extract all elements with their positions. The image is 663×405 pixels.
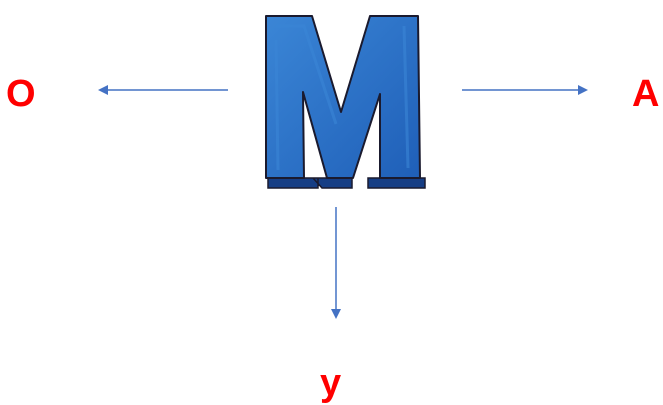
letter-m-glyph xyxy=(266,16,425,188)
label-bottom: y xyxy=(320,364,341,402)
letter-m-face xyxy=(266,16,420,178)
letter-m-extrusion xyxy=(268,178,425,188)
label-left: O xyxy=(6,75,36,113)
label-right: A xyxy=(632,75,659,113)
